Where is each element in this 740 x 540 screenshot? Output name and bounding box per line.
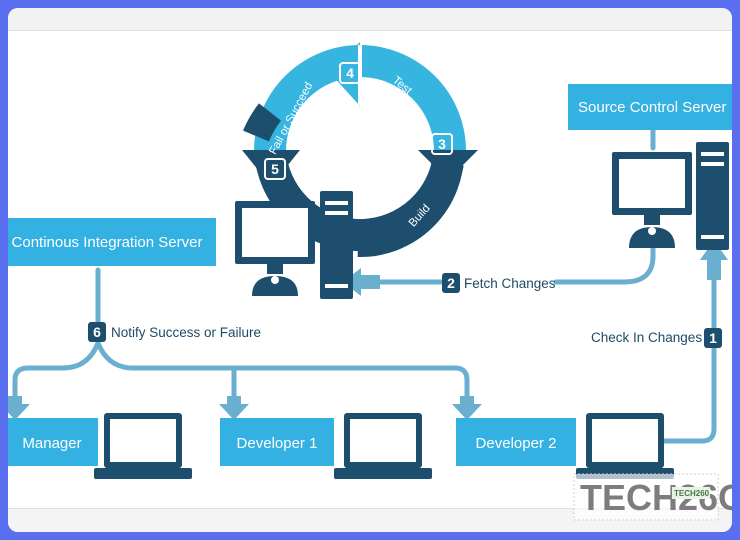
developer1-box: Developer 1: [220, 418, 334, 466]
developer2-box: Developer 2: [456, 418, 576, 466]
svg-text:5: 5: [271, 161, 279, 177]
developer2-arrow-head: [452, 396, 482, 420]
fetch-arrow-tail: [360, 275, 380, 289]
source-to-fetch-line: [553, 238, 656, 285]
ci-server-label: Continous Integration Server: [12, 234, 203, 251]
developer1-laptop-icon: [334, 413, 432, 479]
watermark-badge: TECH260: [674, 489, 710, 498]
step-badge-5: 5: [264, 158, 286, 180]
ci-server-box: Continous Integration Server: [8, 218, 216, 266]
manager-label: Manager: [22, 435, 81, 452]
source-control-computer-icon: [612, 142, 729, 250]
svg-text:2: 2: [447, 275, 455, 291]
ci-diagram: Test Build Fail or Succeed 4 3 5: [8, 42, 732, 521]
source-control-box: Source Control Server: [568, 84, 732, 130]
checkin-line: [661, 257, 717, 444]
svg-text:6: 6: [93, 324, 101, 340]
fetch-changes-label: Fetch Changes: [464, 276, 556, 291]
step-badge-3: 3: [431, 133, 453, 155]
check-in-label: Check In Changes: [591, 330, 702, 345]
manager-laptop-icon: [94, 413, 192, 479]
notify-step: 6 Notify Success or Failure: [88, 322, 261, 342]
ci-server-computer-icon: [235, 191, 353, 299]
svg-text:3: 3: [438, 136, 446, 152]
developer1-arrow-head: [219, 396, 249, 420]
fetch-changes-step: 2 Fetch Changes: [442, 273, 556, 293]
developer1-label: Developer 1: [237, 435, 318, 452]
source-control-label: Source Control Server: [578, 99, 726, 116]
developer2-laptop-icon: [576, 413, 674, 479]
diagram-frame: Test Build Fail or Succeed 4 3 5: [8, 8, 732, 532]
notify-label: Notify Success or Failure: [111, 325, 261, 340]
manager-box: Manager: [8, 418, 98, 466]
notify-branch-right: [95, 340, 470, 403]
svg-text:4: 4: [346, 65, 354, 81]
svg-text:1: 1: [709, 330, 717, 346]
build-test-cycle: [242, 42, 478, 257]
notify-branch-left: [12, 340, 101, 403]
tech260-watermark: TECH26O TECH260: [573, 473, 732, 521]
step-badge-4: 4: [339, 62, 361, 84]
top-band: [8, 8, 732, 31]
manager-arrow-head: [8, 396, 30, 420]
developer2-label: Developer 2: [476, 435, 557, 452]
check-in-step: Check In Changes 1: [591, 328, 722, 348]
